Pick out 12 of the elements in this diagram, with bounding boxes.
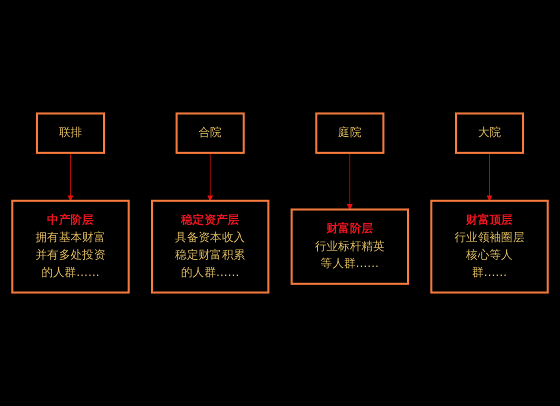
arrow	[67, 152, 74, 202]
arrow	[207, 152, 214, 202]
node-box: 财富顶层 行业领袖圈层核心等人群……	[430, 200, 549, 294]
node-box: 稳定资产层 具备资本收入稳定财富积累的人群……	[150, 200, 270, 294]
arrow	[346, 152, 353, 210]
node-box: 合院	[176, 112, 245, 154]
node-box: 大院	[454, 112, 524, 154]
node-box: 庭院	[315, 112, 384, 154]
node-box: 联排	[36, 112, 106, 154]
arrow	[486, 152, 493, 202]
node-box: 财富阶层 行业标杆精英等人群……	[290, 208, 410, 285]
node-box: 中产阶层 拥有基本财富并有多处投资的人群……	[11, 200, 130, 294]
